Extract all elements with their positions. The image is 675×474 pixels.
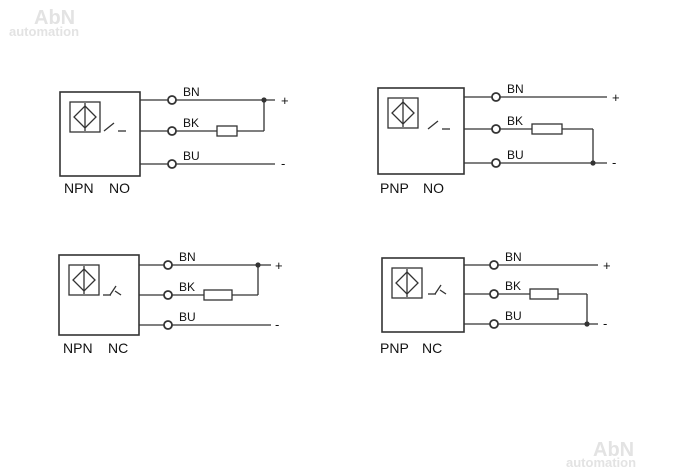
contact-mode-label: NO: [109, 180, 130, 196]
terminal-bn: [163, 260, 173, 270]
watermark-brand: AbN: [34, 7, 75, 29]
polarity-plus: +: [275, 258, 283, 273]
diagram-panel-3: BN BK BU + - NPN NC: [58, 250, 283, 356]
terminal-bk: [489, 289, 499, 299]
wire-label-bu: BU: [505, 309, 522, 323]
nc-contact-icon: [434, 284, 442, 295]
nc-contact-tail: [114, 290, 122, 296]
nc-contact-tail: [439, 289, 447, 295]
output-type-label: PNP: [380, 180, 409, 196]
polarity-plus: +: [612, 90, 620, 105]
terminal-bk: [163, 290, 173, 300]
sensor-symbol-frame: [391, 267, 423, 299]
terminal-bu: [167, 159, 177, 169]
terminal-bu: [491, 158, 501, 168]
junction-dot: [261, 97, 267, 103]
polarity-plus: +: [603, 258, 611, 273]
watermark-top-left: AbN automation: [9, 7, 79, 39]
junction-dot: [584, 321, 590, 327]
diagram-panel-1: BN BK BU + - NPN NO: [59, 85, 289, 196]
wire-label-bk: BK: [179, 280, 195, 294]
wire-label-bu: BU: [507, 148, 524, 162]
load-resistor: [203, 289, 233, 301]
terminal-bn: [167, 95, 177, 105]
wire-label-bu: BU: [183, 149, 200, 163]
polarity-minus: -: [275, 317, 279, 332]
watermark-brand: AbN: [593, 439, 634, 461]
watermark-sub: automation: [566, 455, 636, 470]
junction-dot: [255, 262, 261, 268]
wire-label-bn: BN: [183, 85, 200, 99]
sensor-body: [381, 257, 465, 333]
polarity-minus: -: [603, 316, 607, 331]
wire-label-bk: BK: [183, 116, 199, 130]
terminal-bk: [167, 126, 177, 136]
wire-label-bn: BN: [507, 82, 524, 96]
contact-mode-label: NO: [423, 180, 444, 196]
terminal-bn: [489, 260, 499, 270]
output-type-label: NPN: [63, 340, 93, 356]
sensor-symbol-frame: [387, 97, 419, 129]
polarity-minus: -: [612, 155, 616, 170]
polarity-minus: -: [281, 156, 285, 171]
load-resistor: [531, 123, 563, 135]
terminal-bu: [489, 319, 499, 329]
junction-dot: [590, 160, 596, 166]
sensor-body: [377, 87, 465, 175]
watermark-bottom-right: AbN automation: [566, 439, 636, 470]
load-resistor: [529, 288, 559, 300]
terminal-bu: [163, 320, 173, 330]
contact-mode-label: NC: [422, 340, 442, 356]
wire-label-bu: BU: [179, 310, 196, 324]
contact-mode-label: NC: [108, 340, 128, 356]
nc-contact-icon: [109, 285, 117, 296]
watermark-sub: automation: [9, 24, 79, 39]
wire-label-bk: BK: [505, 279, 521, 293]
sensor-body: [59, 91, 141, 177]
wire-label-bn: BN: [505, 250, 522, 264]
diagram-panel-2: BN BK BU + - PNP NO: [377, 82, 620, 196]
no-contact-icon: [103, 122, 115, 132]
polarity-plus: +: [281, 93, 289, 108]
wire-label-bk: BK: [507, 114, 523, 128]
terminal-bn: [491, 92, 501, 102]
terminal-bk: [491, 124, 501, 134]
no-contact-icon: [427, 120, 439, 130]
load-resistor: [216, 125, 238, 137]
sensor-symbol-frame: [68, 264, 100, 296]
diagram-panel-4: BN BK BU + - PNP NC: [380, 250, 611, 356]
wire-label-bn: BN: [179, 250, 196, 264]
output-type-label: NPN: [64, 180, 94, 196]
output-type-label: PNP: [380, 340, 409, 356]
sensor-symbol-frame: [69, 101, 101, 133]
